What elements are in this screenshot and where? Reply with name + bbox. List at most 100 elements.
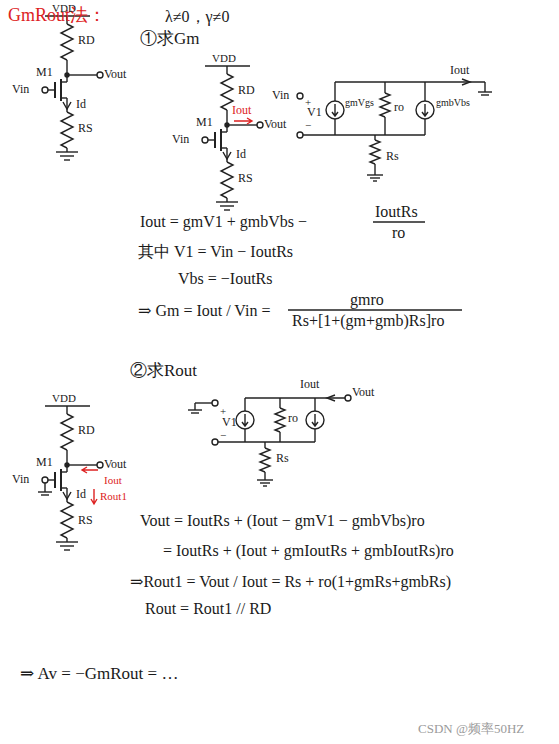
formula-label: VDD [52,2,76,14]
formula-label: Vout [352,386,374,399]
wire-stroke [327,395,335,401]
formula-label: ⇒Rout1 = Vout / Iout = Rs + ro(1+gmRs+gm… [130,573,451,591]
wire-stroke [234,118,252,124]
wire-stroke [326,101,344,119]
formula-label: CSDN @频率50HZ [418,722,524,736]
formula-label: λ≠0，γ≠0 [165,8,229,26]
formula-label: M1 [36,456,53,469]
formula-label: gmbVbs [436,97,470,108]
formula-label: M1 [196,116,213,129]
wire-stroke [66,60,67,82]
formula-label: Iout [104,474,122,486]
formula-label: gmVgs [345,97,374,108]
formula-label: RD [78,34,95,47]
wire-stroke [314,398,315,411]
formula-label: ⇒ Gm = Iout / Vin = [138,302,270,320]
wire-stroke [38,491,52,492]
wire-stroke [481,94,489,95]
common-source-circuit [42,406,103,550]
formula-label: RD [238,84,255,97]
common-source-circuit [202,66,263,210]
formula-label: VDD [212,52,236,64]
wire-stroke [44,483,45,492]
formula-label: RS [238,172,253,185]
wire-stroke [260,482,270,483]
wire-stroke [373,221,425,222]
formula-label: Vout = IoutRs + (Iout − gmV1 − gmbVbs)ro [140,512,425,530]
wire-stroke [218,441,315,442]
formula-label: Vout [104,68,126,81]
wire-stroke [384,82,385,93]
formula-label: Rs [386,150,399,163]
wire-stroke [61,81,67,82]
wire-stroke [416,101,434,119]
wire-stroke [370,140,380,164]
wire-stroke [61,97,67,98]
small-signal-model [188,395,351,486]
formula-label: = IoutRs + (Iout + gmIoutRs + gmbIoutRs)… [163,542,454,560]
formula-label: Iout = gmV1 + gmbVbs − [140,213,307,231]
formula-label: Rout1 [100,490,127,502]
wire-stroke [297,132,303,138]
formula-label: ro [288,412,298,425]
formula-label: Vin [172,133,189,146]
wire-stroke [422,104,428,116]
formula-label: gmro [350,291,384,309]
formula-label: V1 [307,106,322,119]
wire-stroke [384,117,385,135]
wire-stroke [275,408,285,432]
formula-label: Id [76,488,86,501]
wire-stroke [424,119,425,135]
formula-label: Id [236,148,246,161]
formula-label: ro [394,101,404,114]
wire-stroke [484,82,485,92]
wire-stroke [370,177,380,178]
formula-label: RS [78,122,93,135]
formula-label: − [305,119,311,131]
wire-stroke [38,467,98,504]
formula-label: Vout [264,118,286,131]
wire-stroke [462,79,470,85]
wire-stroke [242,414,248,426]
wire-stroke [195,402,212,403]
formula-label: V1 [222,416,237,429]
formula-label: IoutRs [375,203,418,221]
formula-label: VDD [52,392,76,404]
wire-stroke [41,494,49,495]
wire-stroke [91,489,97,504]
formula-label: Iout [300,378,319,391]
wire-stroke [297,93,303,99]
formula-label: Vin [272,89,289,102]
wire-stroke [314,429,315,442]
formula-label: ①求Gm [140,30,200,49]
formula-label: Vin [12,473,29,486]
wire-stroke [67,74,97,75]
wire-stroke [478,91,492,92]
wire-stroke [332,104,338,116]
wire-stroke [82,467,98,473]
formula-label: RS [78,514,93,527]
formula-label: ⇒ Av = −GmRout = … [20,665,178,684]
wire-stroke [64,159,70,160]
wire-stroke [42,87,48,93]
wire-stroke [63,102,71,109]
formula-label: Rs+[1+(gm+gmb)Rs]ro [292,312,444,330]
wire-stroke [191,412,199,413]
formula-label: 其中 V1 = Vin − IoutRs [138,243,293,261]
wire-stroke [257,479,273,480]
formula-label: ②求Rout [130,362,197,381]
wire-stroke [48,89,55,90]
formula-label: Vout [104,458,126,471]
wire-stroke [334,119,335,135]
wire-stroke [312,414,318,426]
wire-stroke [194,403,195,410]
formula-label: RD [78,424,95,437]
wire-stroke [188,409,202,410]
formula-label: Id [76,98,86,111]
formula-label: − [220,429,226,441]
formula-label: Iout [232,104,251,117]
wire-stroke [335,81,485,82]
wire-stroke [212,439,218,445]
wire-stroke [380,93,390,117]
